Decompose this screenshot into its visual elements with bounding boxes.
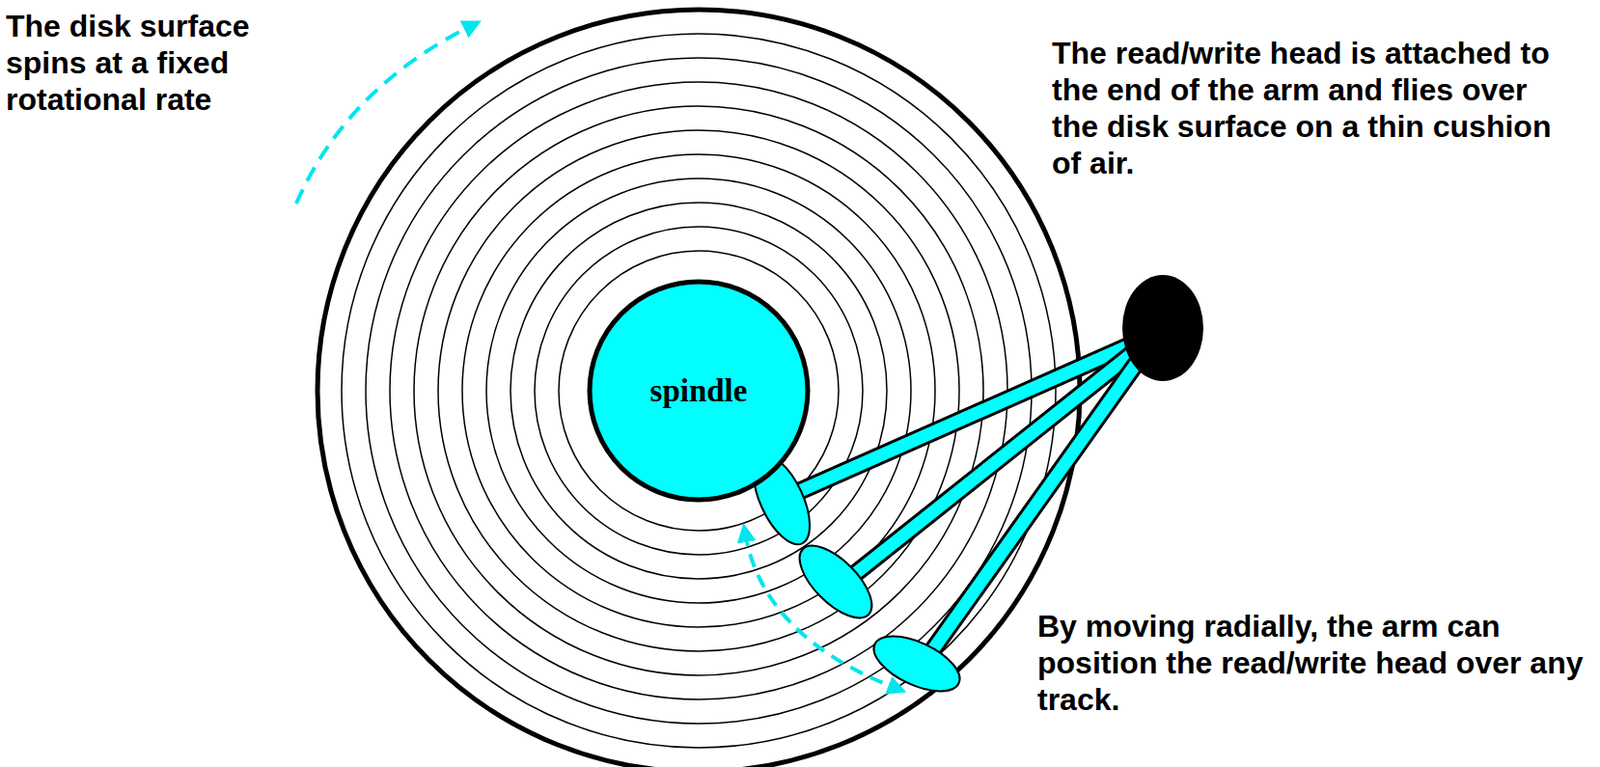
annotation-text: By moving radially, the arm can position…: [1037, 607, 1593, 718]
disk-platter: [317, 9, 1080, 767]
rotation-arrow: [296, 25, 473, 204]
arm-pivot: [1122, 275, 1204, 382]
spindle-label: spindle: [650, 373, 748, 410]
read-write-heads: [742, 446, 968, 703]
spindle-circle: spindle: [586, 278, 811, 503]
radial-motion-arrow: [744, 532, 898, 690]
annotation-text: The disk surface spins at a fixed rotati…: [5, 7, 296, 118]
annotation-text: The read/write head is attached to the e…: [1051, 34, 1573, 182]
